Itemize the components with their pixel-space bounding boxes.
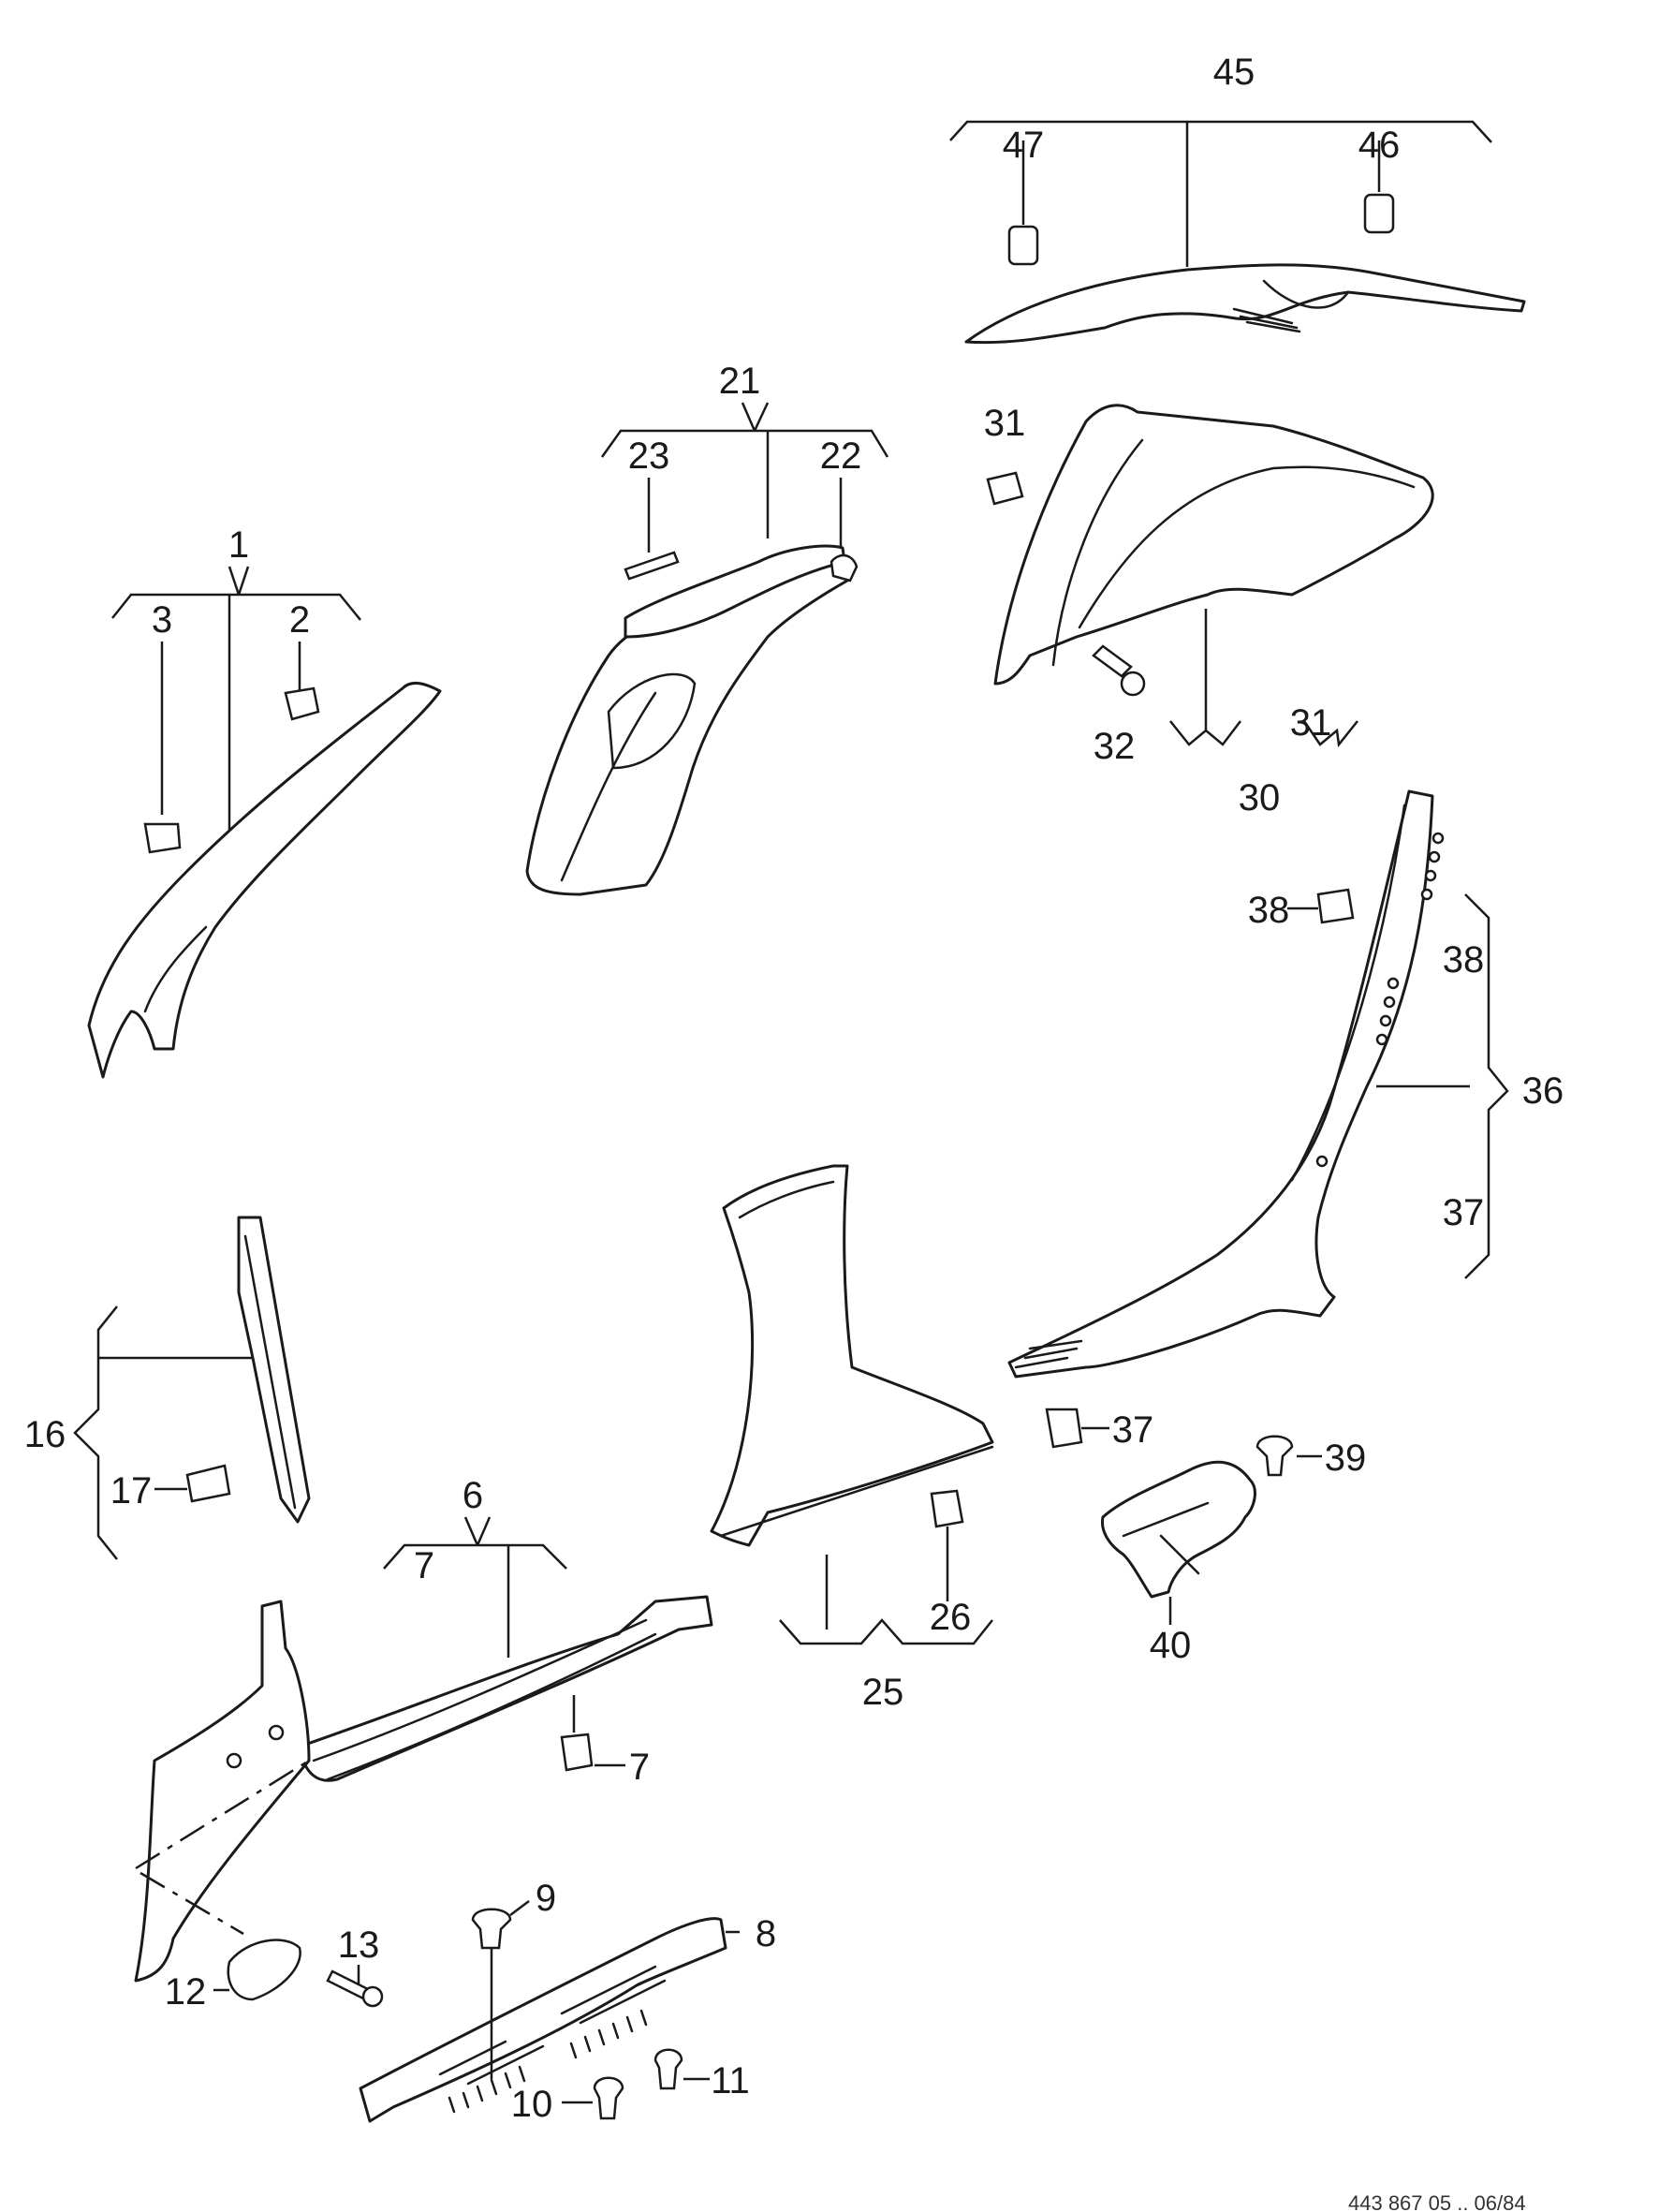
callout-17: 17: [110, 1470, 153, 1512]
callout-46: 46: [1358, 125, 1401, 166]
plug-9: [471, 1908, 512, 1950]
rear-pillar-trim: [1007, 789, 1434, 1379]
screw-32-head: [1120, 671, 1146, 697]
clip-37: [1045, 1408, 1083, 1449]
callout-23: 23: [628, 435, 670, 477]
clip-2: [284, 686, 320, 721]
clip-7: [560, 1733, 594, 1772]
clip-39: [1255, 1435, 1294, 1477]
callout-30: 30: [1239, 777, 1281, 818]
callout-47: 47: [1003, 125, 1045, 166]
pillar-hole-2: [268, 1724, 285, 1741]
screw-32: [1092, 644, 1133, 678]
callout-7-bracket: 7: [414, 1545, 434, 1586]
callout-36: 36: [1522, 1070, 1564, 1112]
screw-23: [624, 551, 680, 581]
callout-26: 26: [930, 1597, 972, 1638]
sill-trim: [298, 1595, 713, 1782]
part-group-12: 12 13: [165, 1924, 384, 2013]
bracket-12: [227, 1939, 301, 2001]
b-pillar-lower-trim: [710, 1164, 994, 1547]
lower-a-pillar-trim: [134, 1600, 311, 1983]
clip-26: [930, 1489, 964, 1528]
clip-17: [185, 1464, 231, 1503]
callout-38-range: 38: [1443, 939, 1485, 981]
part-group-25: 26 25: [710, 1164, 994, 1713]
callout-31-clip: 31: [984, 403, 1026, 444]
part-group-40: 39 40: [1100, 1435, 1367, 1666]
callout-10: 10: [511, 2084, 553, 2125]
callout-8: 8: [756, 1913, 776, 1954]
b-pillar-upper-trim: [525, 560, 849, 896]
clip-47: [1007, 225, 1039, 266]
part-group-36: 38 38 36 37 37: [1007, 789, 1564, 1451]
part-group-16: 16 17: [24, 1216, 311, 1560]
assembly-dash-line: [135, 1759, 310, 1936]
callout-13: 13: [338, 1924, 380, 1966]
cable-duct: [359, 1917, 727, 2123]
callout-22: 22: [820, 435, 862, 477]
callout-2: 2: [289, 599, 310, 641]
rear-pillar-holes: [1315, 832, 1445, 1168]
rear-headliner-trim: [964, 263, 1526, 345]
callout-21: 21: [719, 361, 761, 402]
callout-12: 12: [165, 1971, 207, 2013]
reference-code: 443 867 05 .. 06/84: [1348, 2191, 1526, 2212]
c-pillar-trim: [993, 404, 1434, 686]
clip-38: [1316, 888, 1355, 924]
pillar-hole-1: [226, 1752, 242, 1769]
callout-45: 45: [1213, 52, 1255, 93]
callout-1: 1: [228, 524, 249, 566]
part-group-21: 21 23 22: [525, 361, 889, 896]
plug-11: [653, 2048, 683, 2090]
part-group-6: 6 7 7: [134, 1475, 713, 1983]
callout-37-clip: 37: [1112, 1409, 1154, 1451]
callout-25: 25: [862, 1672, 904, 1713]
callout-6: 6: [462, 1475, 483, 1516]
part-group-45: 45 47 46: [949, 52, 1526, 345]
callout-3: 3: [152, 599, 172, 641]
callout-38-clip: 38: [1248, 890, 1290, 931]
callout-11: 11: [711, 2060, 750, 2101]
part-group-30: 31 32 31 30: [984, 403, 1434, 818]
callout-40: 40: [1150, 1625, 1192, 1666]
callout-16: 16: [24, 1414, 66, 1455]
clip-3: [143, 822, 182, 854]
a-pillar-trim: [87, 681, 442, 1079]
callout-9: 9: [536, 1878, 556, 1919]
callout-7-clip: 7: [629, 1747, 650, 1788]
clip-46: [1363, 193, 1395, 234]
callout-37-range: 37: [1443, 1192, 1485, 1233]
bracket-40: [1100, 1460, 1256, 1599]
clip-31: [986, 471, 1024, 506]
part-group-8: 9 8 10 11: [359, 1878, 776, 2125]
clip-22: [830, 553, 859, 582]
callout-39: 39: [1325, 1438, 1367, 1479]
part-group-1: 1 3 2: [87, 524, 442, 1079]
callout-31-trim: 31: [1290, 702, 1332, 744]
screw-13-head: [361, 1985, 384, 2008]
callout-32: 32: [1094, 726, 1136, 767]
plug-10: [593, 2076, 624, 2120]
